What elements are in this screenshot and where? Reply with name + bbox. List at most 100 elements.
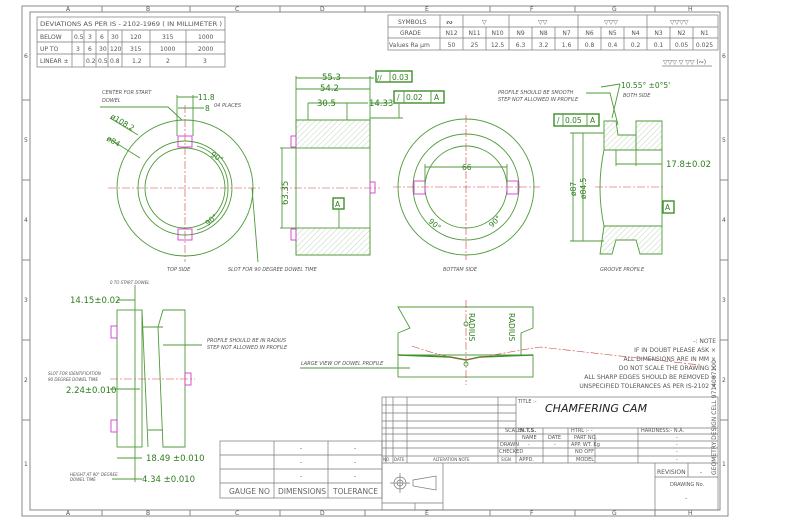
svg-text:H: H — [688, 6, 693, 13]
svg-text:5: 5 — [24, 137, 28, 144]
dowel-side-view: 0 TO START DOWEL 14.15±0.02 SLOT FOR IDE… — [48, 280, 288, 485]
svg-text:0.5: 0.5 — [98, 58, 108, 65]
svg-text:GAUGE NO: GAUGE NO — [229, 487, 270, 496]
svg-text:-: - — [354, 459, 356, 466]
svg-text:NO OFF: NO OFF — [575, 449, 594, 455]
svg-text:DEVIATIONS AS PER IS - 2102-19: DEVIATIONS AS PER IS - 2102-1969 ( IN MI… — [40, 21, 222, 28]
bottom-side-view: 66 90° 90° BOTTAM SIDE — [393, 115, 540, 273]
svg-text:120: 120 — [130, 34, 142, 41]
svg-text:ALL SHARP EDGES SHOULD BE REMO: ALL SHARP EDGES SHOULD BE REMOVED × — [584, 374, 716, 381]
svg-text:H: H — [688, 510, 693, 517]
svg-text:A: A — [590, 116, 596, 125]
svg-text:D: D — [320, 510, 325, 517]
svg-text:-: - — [676, 435, 678, 441]
svg-text:04 PLACES: 04 PLACES — [214, 103, 242, 109]
grade-cell: N7 — [562, 30, 570, 37]
svg-text:A: A — [335, 200, 341, 209]
svg-text:STEP NOT ALLOWED IN PROFILE: STEP NOT ALLOWED IN PROFILE — [498, 97, 579, 103]
ra-value-cell: 0.4 — [608, 42, 618, 49]
svg-text:DATE: DATE — [548, 435, 561, 441]
datum-a-box — [332, 197, 345, 210]
svg-text:6: 6 — [100, 34, 104, 41]
svg-text:-: - — [676, 457, 678, 463]
svg-text:SLOT FOR IDENTIFICATION: SLOT FOR IDENTIFICATION — [48, 371, 101, 376]
ra-value-cell: 0.025 — [696, 42, 713, 49]
svg-text:-: - — [528, 442, 530, 448]
svg-text:0.2: 0.2 — [86, 58, 96, 65]
svg-text:DIMENSIONS: DIMENSIONS — [278, 487, 326, 496]
svg-text:90°: 90° — [204, 212, 220, 228]
svg-text:▽▽▽: ▽▽▽ — [604, 19, 618, 26]
svg-text:6: 6 — [722, 53, 726, 60]
svg-text:A: A — [434, 93, 440, 102]
svg-text:BELOW: BELOW — [40, 34, 62, 41]
svg-text:0.8: 0.8 — [110, 58, 120, 65]
svg-text:BOTTAM SIDE: BOTTAM SIDE — [443, 267, 478, 273]
svg-text:C: C — [235, 510, 239, 517]
svg-text:30: 30 — [111, 34, 119, 41]
svg-text:-: - — [354, 473, 356, 480]
svg-text:ø84: ø84 — [105, 134, 122, 149]
svg-text:ø108.2: ø108.2 — [109, 112, 136, 133]
section-view: 55.3 54.2 30.5 14.33 63.35 // 0.03 / 0.0… — [280, 70, 445, 256]
large-dowel-profile-view: RADIUS RADIUS LARGE VIEW OF DOWEL PROFIL… — [300, 300, 701, 385]
svg-text:14.15±0.02: 14.15±0.02 — [70, 296, 120, 306]
svg-text:-: - — [300, 459, 302, 466]
svg-text:HEIGHT AT 90° DEGREE: HEIGHT AT 90° DEGREE — [70, 472, 118, 477]
svg-text:G: G — [612, 6, 617, 13]
ra-value-cell: 50 — [448, 42, 456, 49]
svg-text:315: 315 — [130, 46, 142, 53]
svg-text:NAME: NAME — [522, 435, 537, 441]
svg-text:B: B — [146, 510, 150, 517]
svg-text:DATE: DATE — [394, 457, 405, 462]
svg-text:6: 6 — [24, 53, 28, 60]
svg-text:DRAWING No.: DRAWING No. — [670, 482, 705, 488]
svg-text:90 DEGREE DOWEL TIME: 90 DEGREE DOWEL TIME — [48, 377, 98, 382]
grade-cell: N11 — [468, 30, 480, 37]
svg-text:8: 8 — [205, 104, 210, 113]
svg-text:LARGE VIEW OF DOWEL PROFILE: LARGE VIEW OF DOWEL PROFILE — [301, 361, 384, 367]
svg-text:F: F — [530, 510, 534, 517]
grade-cell: N3 — [654, 30, 662, 37]
svg-text:ALL DIMENSIONS ARE IN MM ×: ALL DIMENSIONS ARE IN MM × — [624, 356, 716, 363]
svg-text:2000: 2000 — [198, 46, 213, 53]
svg-text:-: - — [700, 469, 702, 476]
parallelism-tolerance-frame — [375, 70, 413, 83]
svg-text:TOLERANCE: TOLERANCE — [332, 487, 378, 496]
grade-cell: N8 — [539, 30, 547, 37]
svg-text:-: - — [300, 445, 302, 452]
svg-text:RADIUS: RADIUS — [467, 313, 476, 342]
ra-value-cell: 12.5 — [491, 42, 505, 49]
svg-text:2.24±0.010: 2.24±0.010 — [66, 386, 116, 396]
svg-text:14.33: 14.33 — [369, 99, 393, 109]
svg-text:F: F — [530, 6, 534, 13]
svg-text:3: 3 — [203, 58, 207, 65]
column-labels: A B C D E F G H A B C D E F G H 6 5 4 3 … — [24, 6, 726, 517]
svg-text:10.55° ±0°5': 10.55° ±0°5' — [621, 81, 670, 90]
svg-text:▽: ▽ — [482, 19, 487, 26]
svg-text:/: / — [397, 93, 400, 102]
grade-cell: N5 — [608, 30, 616, 37]
svg-text:PROFILE SHOULD BE IN RADIUS: PROFILE SHOULD BE IN RADIUS — [207, 338, 287, 344]
svg-text:-: NOTE: -: NOTE — [693, 338, 716, 345]
svg-text:-: - — [354, 445, 356, 452]
ra-value-cell: 0.2 — [631, 42, 641, 49]
svg-text:4.34 ±0.010: 4.34 ±0.010 — [142, 475, 195, 485]
svg-text:▽▽▽▽: ▽▽▽▽ — [670, 19, 689, 26]
svg-text:MODEL: MODEL — [576, 457, 594, 463]
svg-text:66: 66 — [462, 163, 472, 172]
svg-text:D: D — [320, 6, 325, 13]
svg-text:3: 3 — [76, 46, 80, 53]
svg-text:C: C — [235, 6, 239, 13]
svg-text:TOP SIDE: TOP SIDE — [167, 267, 191, 273]
svg-text:30.5: 30.5 — [317, 99, 336, 109]
svg-text:LINEAR ±: LINEAR ± — [40, 58, 69, 65]
surface-finish-table: SYMBOLS ∾ ▽ ▽▽ ▽▽▽ ▽▽▽▽ GRADE Values Ra … — [387, 14, 719, 51]
svg-text:REVISION: REVISION — [657, 469, 686, 476]
svg-text:BOTH SIDE: BOTH SIDE — [623, 93, 651, 99]
grade-cell: N9 — [516, 30, 524, 37]
svg-text:-: - — [554, 442, 556, 448]
svg-text:1.2: 1.2 — [132, 58, 142, 65]
groove-profile-view: PROFILE SHOULD BE SMOOTH STEP NOT ALLOWE… — [498, 81, 711, 273]
